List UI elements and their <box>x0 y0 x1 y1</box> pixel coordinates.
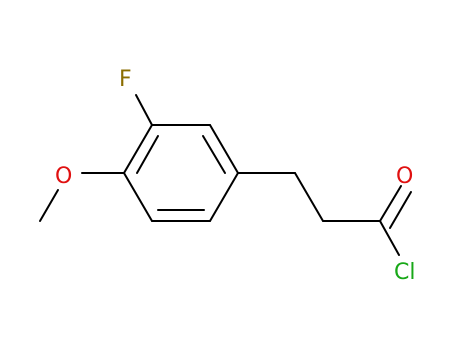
o-methyl-bond <box>39 189 59 222</box>
chain-bond-2 <box>294 172 324 222</box>
ring-bond-c2-c3 <box>209 124 239 174</box>
ring-bond-c5-c6 <box>123 172 153 222</box>
ring-double-bond-c6-c1 <box>136 135 159 174</box>
chlorine-atom-label: Cl <box>394 260 415 285</box>
carbonyl-bond-b <box>389 191 412 229</box>
ring-double-bond-c2-c3 <box>202 135 226 174</box>
fluorine-atom-label: F <box>119 67 132 92</box>
carbonyl-bond-a <box>379 185 402 222</box>
carbonyl-oxygen-atom-label: O <box>396 164 413 189</box>
methoxy-oxygen-atom-label: O <box>55 164 72 189</box>
c-cl-bond <box>379 220 400 256</box>
ring-bond-c6-c1 <box>123 124 153 174</box>
c-f-bond <box>135 94 153 126</box>
ring-bond-c3-c4 <box>209 172 239 222</box>
